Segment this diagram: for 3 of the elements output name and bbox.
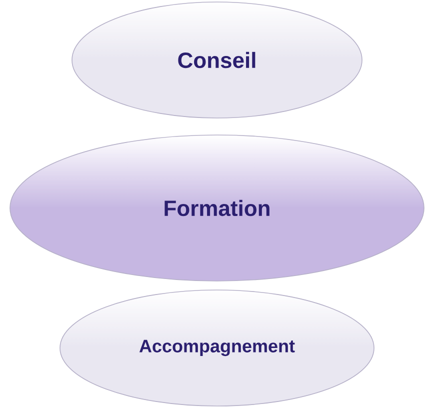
ellipse-node: Formation <box>10 134 424 282</box>
ellipse-node: Conseil <box>72 2 362 118</box>
ellipse-node: Accompagnement <box>60 290 374 406</box>
